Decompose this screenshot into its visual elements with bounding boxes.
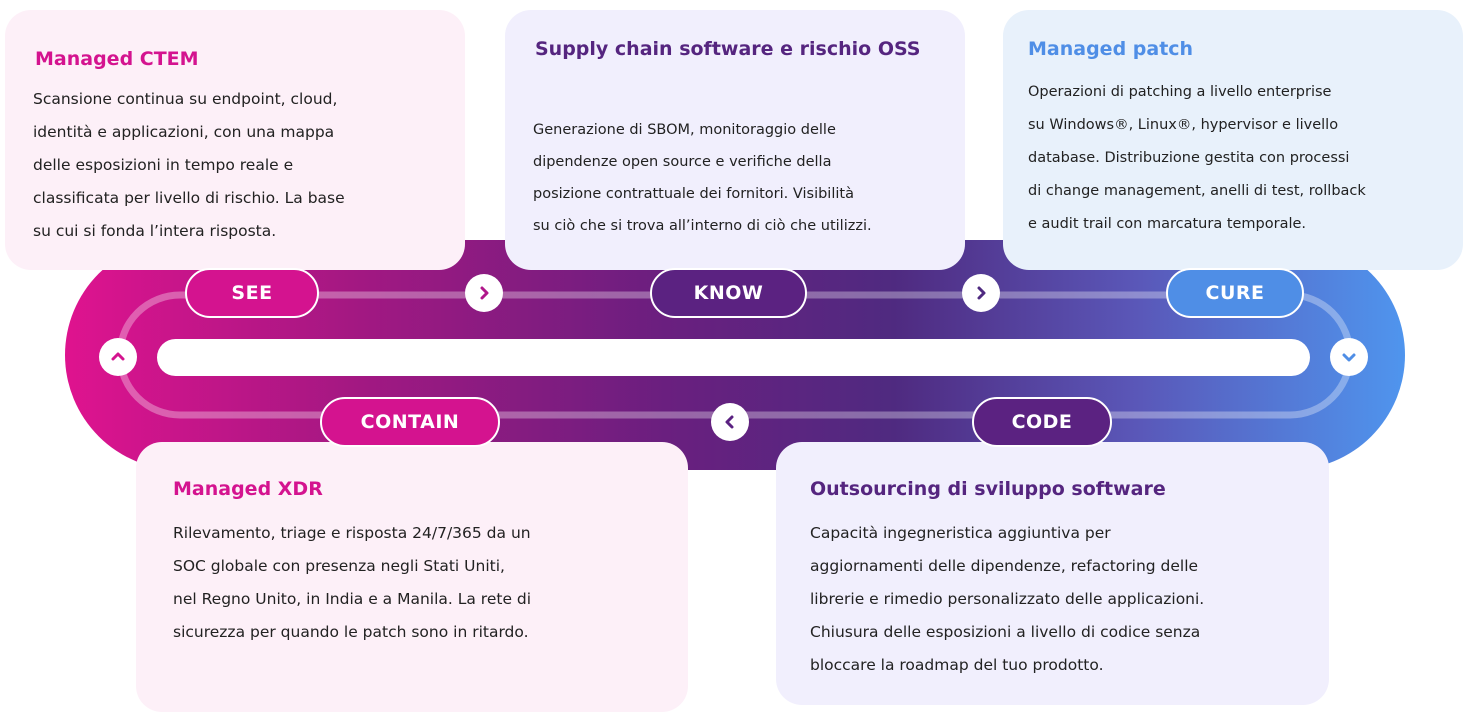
card-title: Outsourcing di sviluppo software [810,474,1166,505]
body-line: classificata per livello di rischio. La … [33,189,345,207]
stage-contain: CONTAIN [320,397,500,447]
card-body: Rilevamento, triage e risposta 24/7/365 … [173,517,531,649]
body-line: nel Regno Unito, in India e a Manila. La… [173,590,532,608]
chevron-up-icon [99,338,137,376]
body-line: identità e applicazioni, con una mappa [33,123,335,141]
card-body: Operazioni di patching a livello enterpr… [1028,76,1366,241]
card-managed-ctem: Managed CTEM Scansione continua su endpo… [5,10,465,270]
chevron-left-icon [725,415,734,429]
stage-know: KNOW [650,268,807,318]
body-line: e audit trail con marcatura temporale. [1028,216,1307,232]
stage-code: CODE [972,397,1112,447]
body-line: Operazioni di patching a livello enterpr… [1028,84,1332,100]
card-title: Managed patch [1028,34,1193,65]
stage-label: KNOW [693,282,764,304]
body-line: bloccare la roadmap del tuo prodotto. [810,656,1104,674]
stage-cure: CURE [1166,268,1304,318]
stage-label: CURE [1205,282,1265,304]
title-line: Managed CTEM [35,48,199,70]
card-managed-xdr: Managed XDR Rilevamento, triage e rispos… [136,442,688,712]
chevron-right-icon [465,274,503,312]
card-supply-chain: Supply chain software e rischio OSS Gene… [505,10,965,270]
stage-label: SEE [231,282,273,304]
center-bar [157,339,1310,376]
chevron-right-icon [962,274,1000,312]
body-line: librerie e rimedio personalizzato delle … [810,590,1205,608]
title-line: Managed XDR [173,478,323,500]
title-line: Managed patch [1028,38,1194,60]
card-managed-patch: Managed patch Operazioni di patching a l… [1003,10,1463,270]
body-line: database. Distribuzione gestita con proc… [1028,150,1350,166]
chevron-down-icon [1330,338,1368,376]
body-line: sicurezza per quando le patch sono in ri… [173,623,529,641]
stage-label: CODE [1011,411,1073,433]
body-line: Chiusura delle esposizioni a livello di … [810,623,1201,641]
card-title: Managed XDR [173,474,323,505]
card-title: Supply chain software e rischio OSS [535,34,921,65]
chevron-up-icon [111,352,125,361]
card-software-development: Outsourcing di sviluppo software Capacit… [776,442,1329,705]
stage-see: SEE [185,268,319,318]
stage-label: CONTAIN [360,411,460,433]
inner-track [116,291,1354,419]
chevron-down-icon [1342,353,1356,362]
card-body: Scansione continua su endpoint, cloud, i… [33,83,345,248]
body-line: aggiornamenti delle dipendenze, refactor… [810,557,1199,575]
body-line: su Windows®, Linux®, hypervisor e livell… [1028,117,1339,133]
body-line: posizione contrattuale dei fornitori. Vi… [533,186,854,202]
body-line: Capacità ingegneristica aggiuntiva per [810,524,1111,542]
body-line: delle esposizioni in tempo reale e [33,156,294,174]
title-line: Outsourcing di sviluppo software [810,478,1166,500]
body-line: di change management, anelli di test, ro… [1028,183,1366,199]
chevron-left-icon [711,403,749,441]
body-line: Rilevamento, triage e risposta 24/7/365 … [173,524,531,542]
body-line: su ciò che si trova all’interno di ciò c… [533,218,872,234]
body-line: dipendenze open source e verifiche della [533,154,832,170]
card-body: Generazione di SBOM, monitoraggio delle … [533,114,872,242]
body-line: Scansione continua su endpoint, cloud, [33,90,338,108]
title-line: Supply chain software [535,38,774,60]
body-line: SOC globale con presenza negli Stati Uni… [173,557,505,575]
card-body: Capacità ingegneristica aggiuntiva per a… [810,517,1204,682]
title-line: e rischio OSS [780,38,921,60]
chevron-right-icon [977,286,986,300]
body-line: Generazione di SBOM, monitoraggio delle [533,122,836,138]
chevron-right-icon [480,286,489,300]
card-title: Managed CTEM [35,44,199,75]
body-line: su cui si fonda l’intera risposta. [33,222,277,240]
